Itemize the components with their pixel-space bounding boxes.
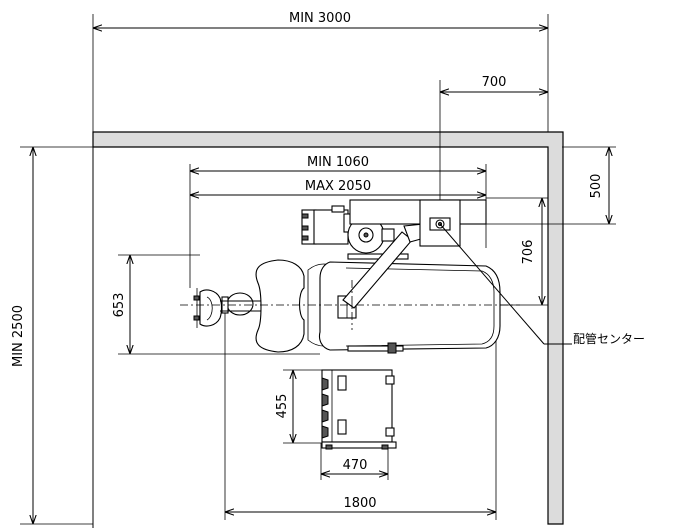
dim-chair-length: 1800	[343, 496, 376, 511]
dim-pipe-offset-x: 700	[482, 75, 507, 90]
headrest	[193, 288, 223, 328]
center-lines	[180, 280, 520, 330]
dim-arm-max: MAX 2050	[305, 179, 371, 194]
dim-pipe-offset-y: 500	[589, 174, 604, 199]
backrest	[255, 259, 305, 353]
extension-lines	[20, 14, 616, 525]
armrest-bottom	[347, 345, 404, 352]
dim-pipe-to-chair: 706	[521, 240, 536, 265]
dimension-lines	[33, 28, 609, 524]
cuspidor-unit	[301, 199, 487, 254]
dim-cabinet-depth: 455	[275, 394, 290, 419]
label-piping-center: 配管センター	[573, 331, 645, 346]
dim-room-depth: MIN 2500	[11, 305, 26, 367]
instrument-tray	[313, 209, 349, 245]
head-cushion	[226, 292, 254, 316]
dim-headrest-width: 653	[112, 293, 127, 318]
piping-center-leader	[439, 223, 572, 345]
dim-room-width: MIN 3000	[289, 11, 351, 26]
cabinet-body	[321, 369, 393, 443]
dim-cabinet-width: 470	[343, 458, 368, 473]
dimension-texts: MIN 3000 700 MIN 1060 MAX 2050 470 1800 …	[11, 11, 645, 511]
dim-arm-min: MIN 1060	[307, 155, 369, 170]
cabinet	[321, 369, 397, 450]
